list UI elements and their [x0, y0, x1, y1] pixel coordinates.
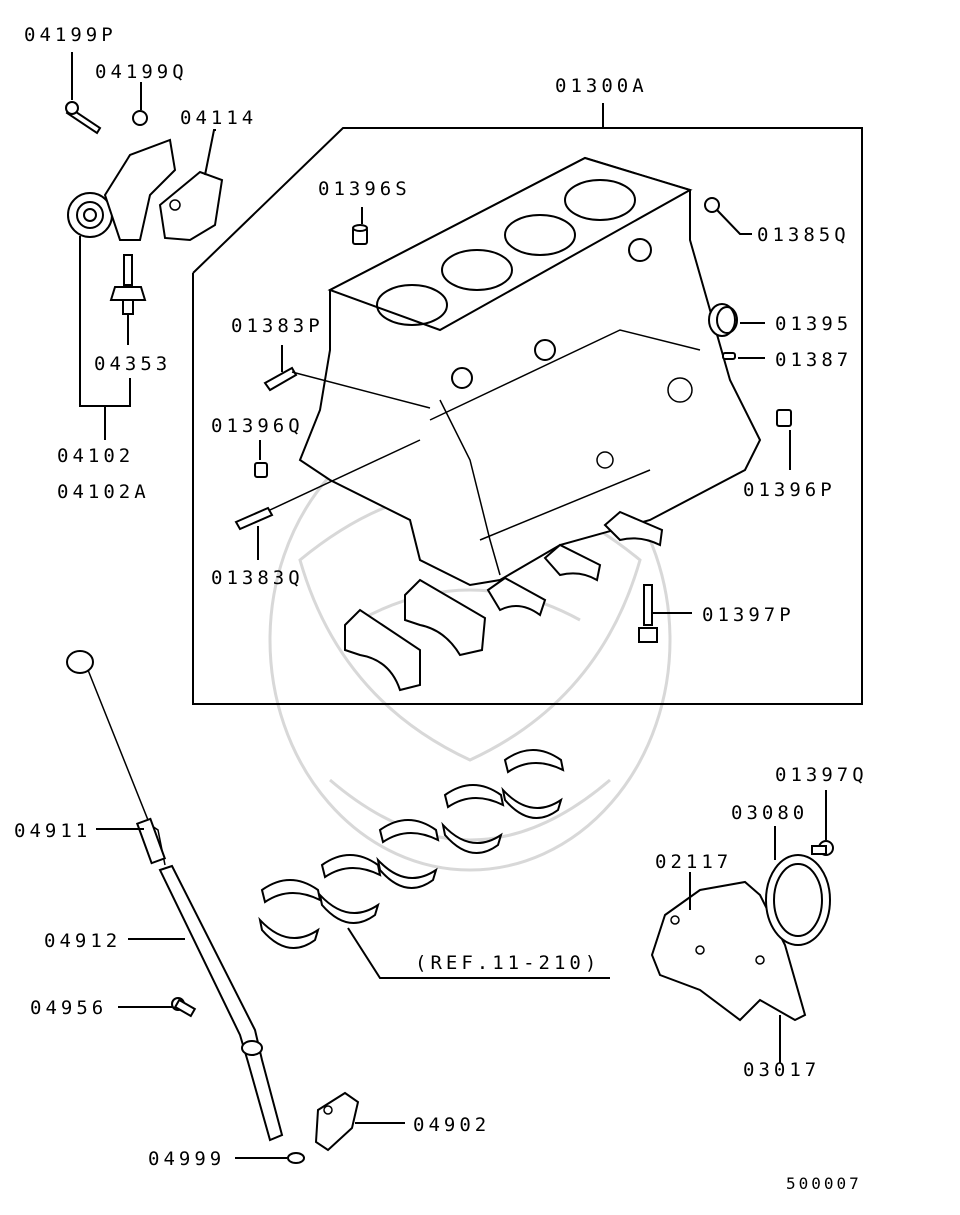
- label-01300A: 01300A: [555, 75, 648, 97]
- bolt-04956-part[interactable]: [118, 997, 197, 1018]
- label-04353: 04353: [94, 353, 172, 375]
- rear-oil-seal-03080-part[interactable]: [765, 826, 831, 946]
- gasket-04902-part[interactable]: [314, 1091, 405, 1152]
- label-ref-11-210: (REF.11-210): [415, 952, 601, 974]
- label-04956: 04956: [30, 997, 108, 1019]
- label-01396P: 01396P: [743, 479, 836, 501]
- label-04902: 04902: [413, 1114, 491, 1136]
- oil-filter-bracket[interactable]: [67, 129, 224, 242]
- pin-01387-part[interactable]: [722, 352, 765, 360]
- bolt-01397P-part[interactable]: [638, 584, 692, 643]
- label-04102: 04102: [57, 445, 135, 467]
- oring-04999-part[interactable]: [235, 1152, 305, 1164]
- label-04102A: 04102A: [57, 481, 150, 503]
- label-03080: 03080: [731, 802, 809, 824]
- bearing-caps[interactable]: [344, 510, 664, 692]
- label-01383P: 01383P: [231, 315, 324, 337]
- bolt-01397Q-part[interactable]: [811, 790, 834, 856]
- stud-01383P-part[interactable]: [263, 345, 431, 409]
- guide-tube-04912-part[interactable]: [128, 864, 284, 1142]
- dowel-01396Q-part[interactable]: [254, 440, 268, 478]
- dipstick-04911-part[interactable]: [66, 650, 167, 866]
- callout-04102: [79, 236, 131, 440]
- block-assembly-frame: [192, 103, 863, 705]
- dowel-01396P-part[interactable]: [776, 409, 792, 470]
- label-01383Q: 01383Q: [211, 567, 304, 589]
- label-03017: 03017: [743, 1059, 821, 1081]
- label-04999: 04999: [148, 1148, 226, 1170]
- sensor-04353-part[interactable]: [109, 254, 147, 345]
- bolt-04199P-part[interactable]: [65, 52, 102, 135]
- label-01396S: 01396S: [318, 178, 411, 200]
- label-04199Q: 04199Q: [95, 61, 188, 83]
- label-02117: 02117: [655, 851, 733, 873]
- label-01397P: 01397P: [702, 604, 795, 626]
- dowel-01396S-part[interactable]: [352, 207, 368, 245]
- plug-01385Q-part[interactable]: [704, 197, 752, 235]
- engine-block[interactable]: [298, 156, 762, 587]
- bearing-shells[interactable]: [258, 749, 610, 979]
- footer-code: 500007: [786, 1174, 862, 1193]
- bolt-04199Q-part[interactable]: [132, 82, 148, 126]
- label-04911: 04911: [14, 820, 92, 842]
- label-04912: 04912: [44, 930, 122, 952]
- seal-01395-part[interactable]: [708, 303, 765, 337]
- label-01395: 01395: [775, 313, 853, 335]
- label-01387: 01387: [775, 349, 853, 371]
- label-01385Q: 01385Q: [757, 224, 850, 246]
- label-04199P: 04199P: [24, 24, 117, 46]
- label-04114: 04114: [180, 107, 258, 129]
- label-01396Q: 01396Q: [211, 415, 304, 437]
- stud-01383Q-part[interactable]: [234, 439, 421, 560]
- rear-oil-seal-case[interactable]: [650, 872, 807, 1063]
- label-01397Q: 01397Q: [775, 764, 868, 786]
